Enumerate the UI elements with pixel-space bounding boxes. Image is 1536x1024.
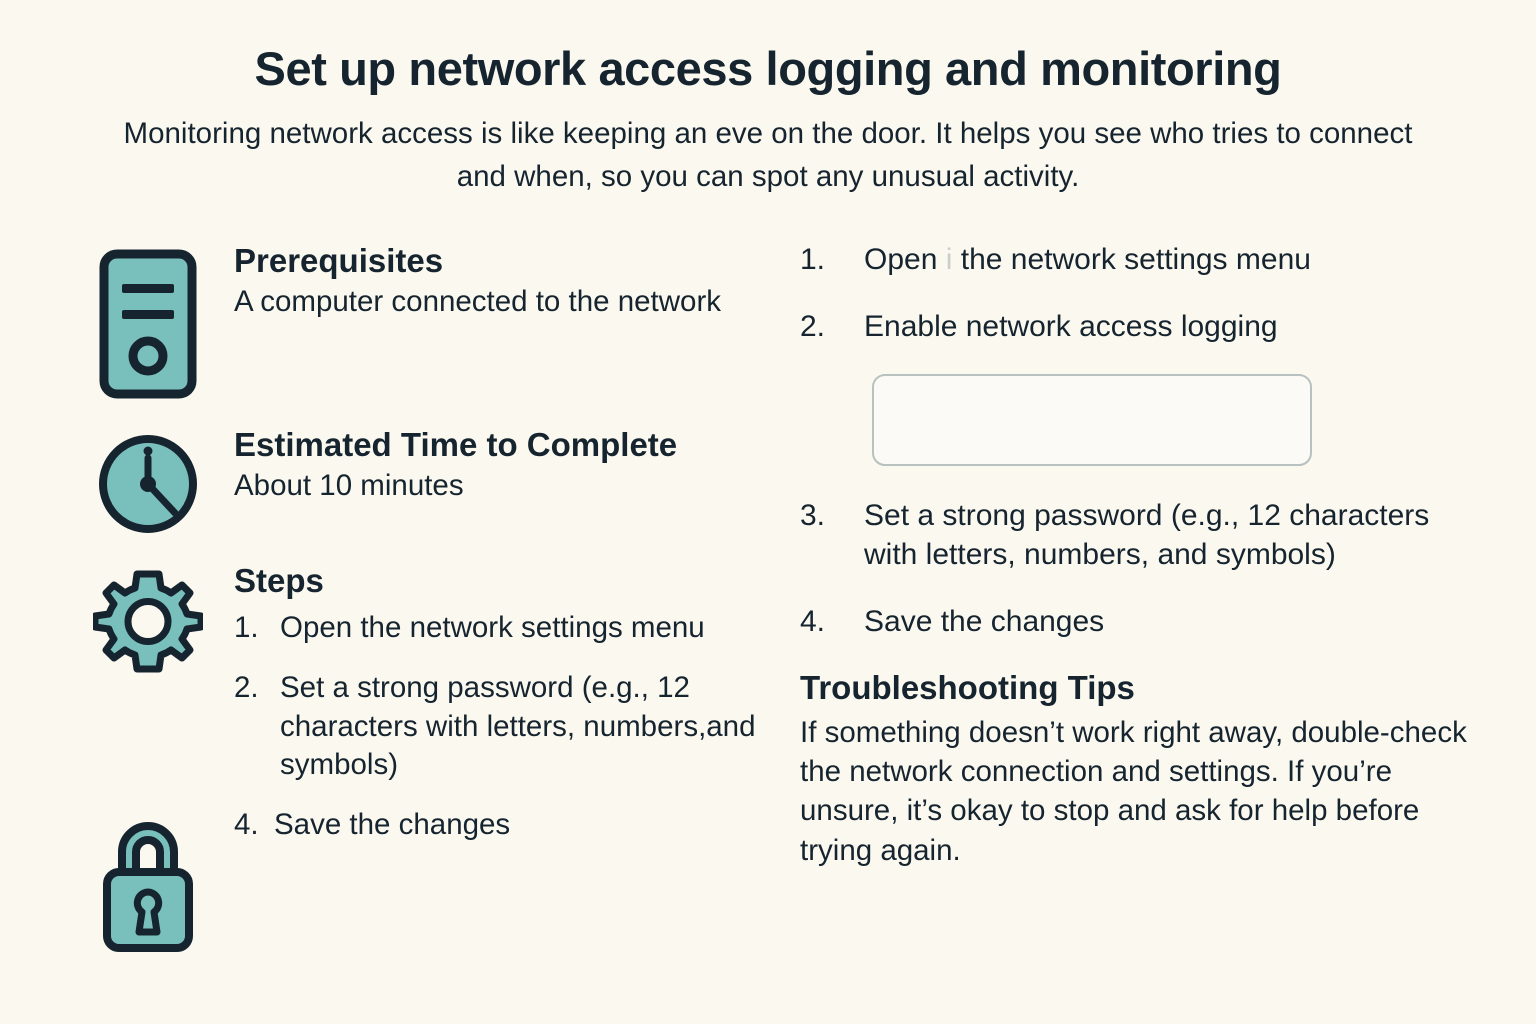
- troubleshooting-text: If something doesn’t work right away, do…: [800, 716, 1467, 867]
- list-item: 4. Save the changes: [234, 806, 760, 844]
- right-step-number: 1.: [800, 243, 826, 276]
- right-step-text-after: the network settings menu: [960, 243, 1311, 276]
- right-step-text-before: Open: [864, 243, 938, 276]
- lock-icon: [92, 812, 204, 954]
- right-step-text: Open i the network settings menu: [864, 240, 1476, 279]
- ghost-character: i: [945, 243, 953, 276]
- left-step-number: 2.: [234, 671, 259, 705]
- estimated-time-text: About 10 minutes: [234, 468, 464, 502]
- prerequisites-block: Prerequisites A computer connected to th…: [92, 242, 760, 400]
- list-item: 1. Open the network settings menu: [234, 609, 760, 647]
- prerequisites-heading: Prerequisites: [234, 242, 444, 279]
- steps-heading: Steps: [234, 562, 324, 599]
- computer-tower-icon: [92, 242, 204, 400]
- page-title: Set up network access logging and monito…: [254, 42, 1282, 95]
- clock-icon: [92, 426, 204, 536]
- list-item: 1. Open i the network settings menu: [800, 240, 1476, 279]
- troubleshooting-heading: Troubleshooting Tips: [800, 669, 1135, 706]
- left-step-number: 4.: [234, 808, 259, 842]
- content-columns: Prerequisites A computer connected to th…: [0, 240, 1536, 1024]
- right-step-text: Save the changes: [864, 605, 1105, 638]
- text-input-field[interactable]: [872, 374, 1312, 466]
- right-step-number: 2.: [800, 310, 826, 343]
- prerequisites-body: Prerequisites A computer connected to th…: [204, 242, 760, 321]
- list-item: 4. Save the changes: [800, 602, 1476, 641]
- steps-body: Steps 1. Open the network settings menu …: [204, 562, 760, 867]
- list-item: 2. Enable network access logging: [800, 307, 1476, 346]
- left-step-text: Save the changes: [274, 808, 511, 842]
- right-column: 1. Open i the network settings menu 2. E…: [790, 240, 1536, 1024]
- right-step-number: 4.: [800, 605, 826, 638]
- steps-block: Steps 1. Open the network settings menu …: [92, 562, 760, 867]
- estimated-time-heading: Estimated Time to Complete: [234, 426, 678, 463]
- left-step-number: 1.: [234, 610, 259, 644]
- left-step-text: Open the network settings menu: [280, 610, 705, 644]
- right-step-text: Set a strong password (e.g., 12 characte…: [864, 499, 1430, 571]
- left-column: Prerequisites A computer connected to th…: [0, 240, 790, 1024]
- list-item: 3. Set a strong password (e.g., 12 chara…: [800, 496, 1476, 574]
- left-steps-list: 1. Open the network settings menu 2. Set…: [234, 609, 760, 845]
- list-item: 2. Set a strong password (e.g., 12 chara…: [234, 669, 760, 784]
- page-header: Set up network access logging and monito…: [0, 0, 1536, 199]
- right-step-number: 3.: [800, 499, 826, 532]
- page-subtitle: Monitoring network access is like keepin…: [123, 117, 1413, 194]
- estimated-time-block: Estimated Time to Complete About 10 minu…: [92, 426, 760, 536]
- right-step-text: Enable network access logging: [864, 310, 1278, 343]
- estimated-time-body: Estimated Time to Complete About 10 minu…: [204, 426, 760, 505]
- left-step-text: Set a strong password (e.g., 12 characte…: [280, 671, 756, 781]
- prerequisites-text: A computer connected to the network: [234, 284, 722, 318]
- gear-icon: [92, 562, 204, 678]
